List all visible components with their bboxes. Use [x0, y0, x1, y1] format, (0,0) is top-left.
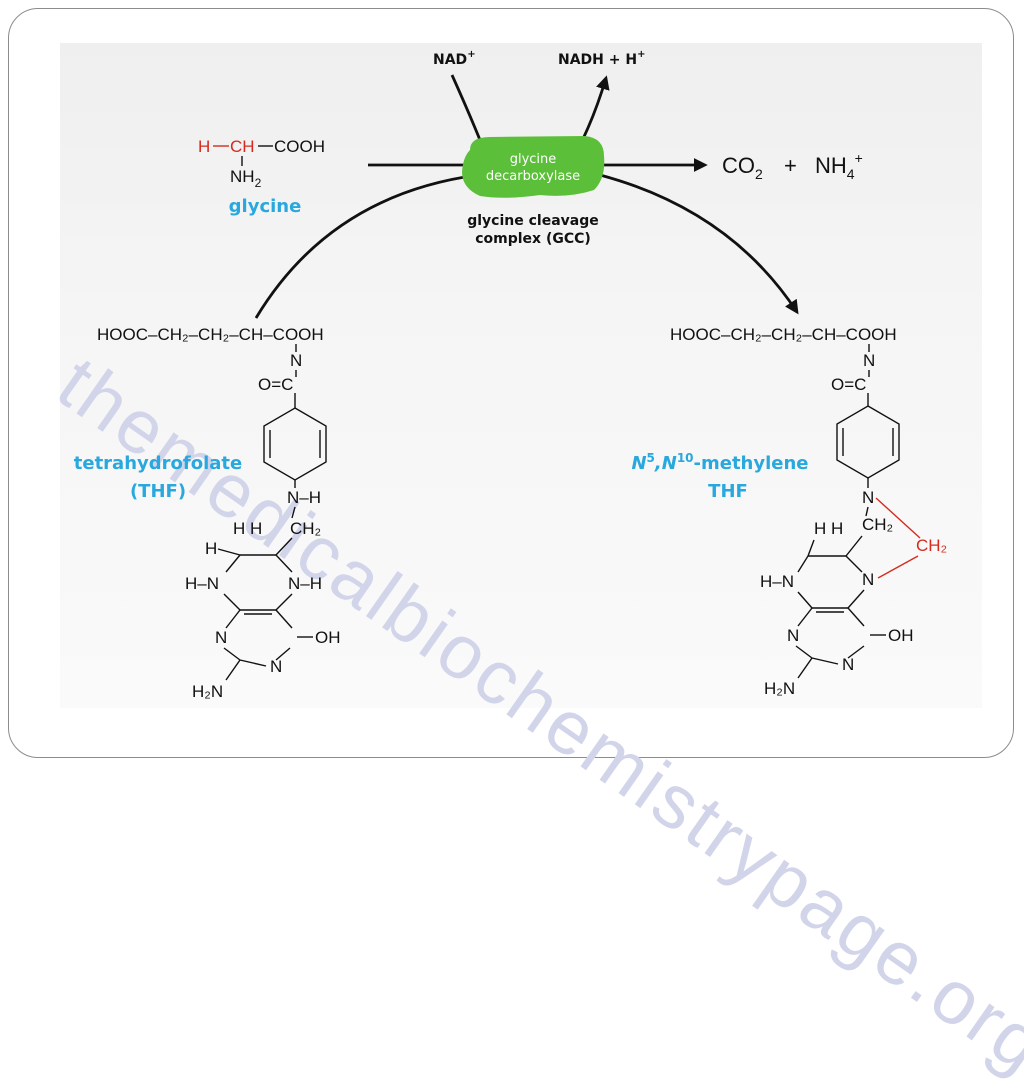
glycine-label: glycine [229, 196, 302, 217]
nadh-label: NADH + H+ [558, 49, 645, 68]
methylene-thf-structure: HOOC–CH₂–CH₂–CH–COOH N O=C N CH₂ H H CH₂… [670, 325, 947, 698]
mthf-label-line1: N5,N10-methylene [631, 451, 808, 474]
thf-n3: N [215, 628, 227, 647]
mthf-carbonyl: O=C [831, 375, 866, 394]
thf-chain: HOOC–CH₂–CH₂–CH–COOH [97, 325, 324, 344]
thf-hn-left: H–N [185, 574, 219, 593]
reaction-diagram: glycine decarboxylase glycine cleavage c… [74, 49, 947, 701]
plus-sign: + [784, 153, 797, 178]
thf-ch2: CH₂ [290, 519, 321, 538]
co2-product: CO2 [722, 153, 763, 182]
thf-label-line1: tetrahydrofolate [74, 453, 242, 474]
glycine-cooh: COOH [274, 137, 325, 156]
thf-nh-right: N–H [288, 574, 322, 593]
gcc-label-line1: glycine cleavage [467, 213, 599, 229]
nadh-out-arrow [578, 75, 610, 146]
thf-label-line2: (THF) [130, 481, 186, 502]
thf-oh: OH [315, 628, 341, 647]
thf-in-arrow [254, 173, 479, 319]
methylene-thf-out-arrow [599, 173, 799, 315]
enzyme-name-line1: glycine [510, 152, 557, 167]
thf-n10-h: N–H [287, 488, 321, 507]
thf-carbonyl: O=C [258, 375, 293, 394]
thf-h: H [205, 539, 217, 558]
mthf-n10: N [862, 488, 874, 507]
mthf-n3: N [787, 626, 799, 645]
thf-structure: HOOC–CH₂–CH₂–CH–COOH N O=C N–H CH₂ H H H… [97, 325, 341, 701]
nad-label: NAD+ [433, 49, 476, 68]
nh4-product: NH4+ [815, 150, 863, 182]
enzyme-name-line2: decarboxylase [486, 169, 580, 184]
thf-hh: H H [233, 519, 262, 538]
mthf-label-line2: THF [708, 481, 748, 502]
glycine-structure: H CH COOH NH2 [198, 137, 325, 190]
nad-in-arrow [450, 74, 484, 146]
glycine-nh2: NH2 [230, 167, 262, 190]
gcc-label-line2: complex (GCC) [475, 231, 591, 247]
mthf-n-amide: N [863, 351, 875, 370]
mthf-ch2: CH₂ [862, 515, 893, 534]
thf-n1: N [270, 657, 282, 676]
mthf-chain: HOOC–CH₂–CH₂–CH–COOH [670, 325, 897, 344]
mthf-ch2-bridge: CH₂ [916, 536, 947, 555]
mthf-h2n: H₂N [764, 679, 795, 698]
thf-h2n: H₂N [192, 682, 223, 701]
glycine-ch: CH [230, 137, 255, 156]
glycine-h: H [198, 137, 210, 156]
mthf-oh: OH [888, 626, 914, 645]
enzyme-blob [462, 136, 605, 198]
mthf-hn-left: H–N [760, 572, 794, 591]
thf-n-amide: N [290, 351, 302, 370]
mthf-n1: N [842, 655, 854, 674]
mthf-hh: H H [814, 519, 843, 538]
mthf-n5: N [862, 570, 874, 589]
